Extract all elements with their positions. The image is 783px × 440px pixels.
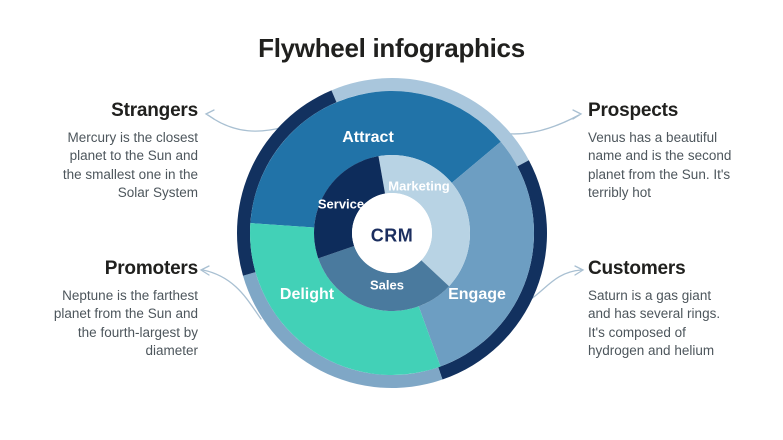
segment-outer-bottom-gray bbox=[243, 272, 443, 389]
segment-outer-left-navy bbox=[236, 90, 337, 276]
segment-sales bbox=[318, 246, 450, 312]
crm-label: CRM bbox=[370, 225, 414, 246]
segment-label-attract: Attract bbox=[342, 129, 394, 146]
callout-strangers: Strangers Mercury is the closest planet … bbox=[20, 100, 198, 202]
callout-strangers-heading: Strangers bbox=[111, 100, 198, 121]
connector-strangers bbox=[207, 114, 285, 132]
callout-customers: Customers Saturn is a gas giant and has … bbox=[588, 258, 776, 360]
segment-attract bbox=[250, 90, 501, 228]
connector-prospects bbox=[500, 114, 580, 135]
callout-customers-heading: Customers bbox=[588, 258, 686, 279]
segment-outer-right-navy bbox=[438, 160, 548, 380]
connector-customers bbox=[530, 269, 582, 300]
segment-label-engage: Engage bbox=[448, 286, 506, 303]
arrowhead-strangers-icon bbox=[204, 109, 215, 120]
segment-label-service: Service bbox=[317, 196, 365, 212]
page-title: Flywheel infographics bbox=[258, 33, 525, 63]
callout-prospects-body: Venus has a beautiful name and is the se… bbox=[588, 130, 732, 201]
segment-marketing bbox=[378, 154, 471, 287]
callout-promoters-heading: Promoters bbox=[104, 258, 198, 279]
segment-outer-top-pale bbox=[331, 77, 529, 167]
callout-prospects-heading: Prospects bbox=[588, 100, 679, 121]
segment-label-sales: Sales bbox=[370, 277, 404, 293]
callout-promoters: Promoters Neptune is the farthest planet… bbox=[20, 258, 198, 360]
segment-label-delight: Delight bbox=[279, 286, 335, 303]
callout-customers-body: Saturn is a gas giant and has several ri… bbox=[588, 288, 721, 359]
callout-promoters-body: Neptune is the farthest planet from the … bbox=[53, 288, 198, 359]
segment-service bbox=[314, 156, 386, 259]
callout-prospects: Prospects Venus has a beautiful name and… bbox=[588, 100, 776, 202]
arrowhead-customers-icon bbox=[574, 265, 585, 276]
segment-label-marketing: Marketing bbox=[388, 178, 450, 194]
arrowhead-prospects-icon bbox=[572, 109, 583, 120]
connector-promoters bbox=[202, 269, 262, 320]
arrowhead-promoters-icon bbox=[199, 265, 210, 276]
callout-strangers-body: Mercury is the closest planet to the Sun… bbox=[62, 130, 198, 201]
segment-engage bbox=[418, 141, 535, 367]
segment-delight bbox=[250, 223, 441, 376]
crm-center-circle bbox=[352, 193, 432, 273]
